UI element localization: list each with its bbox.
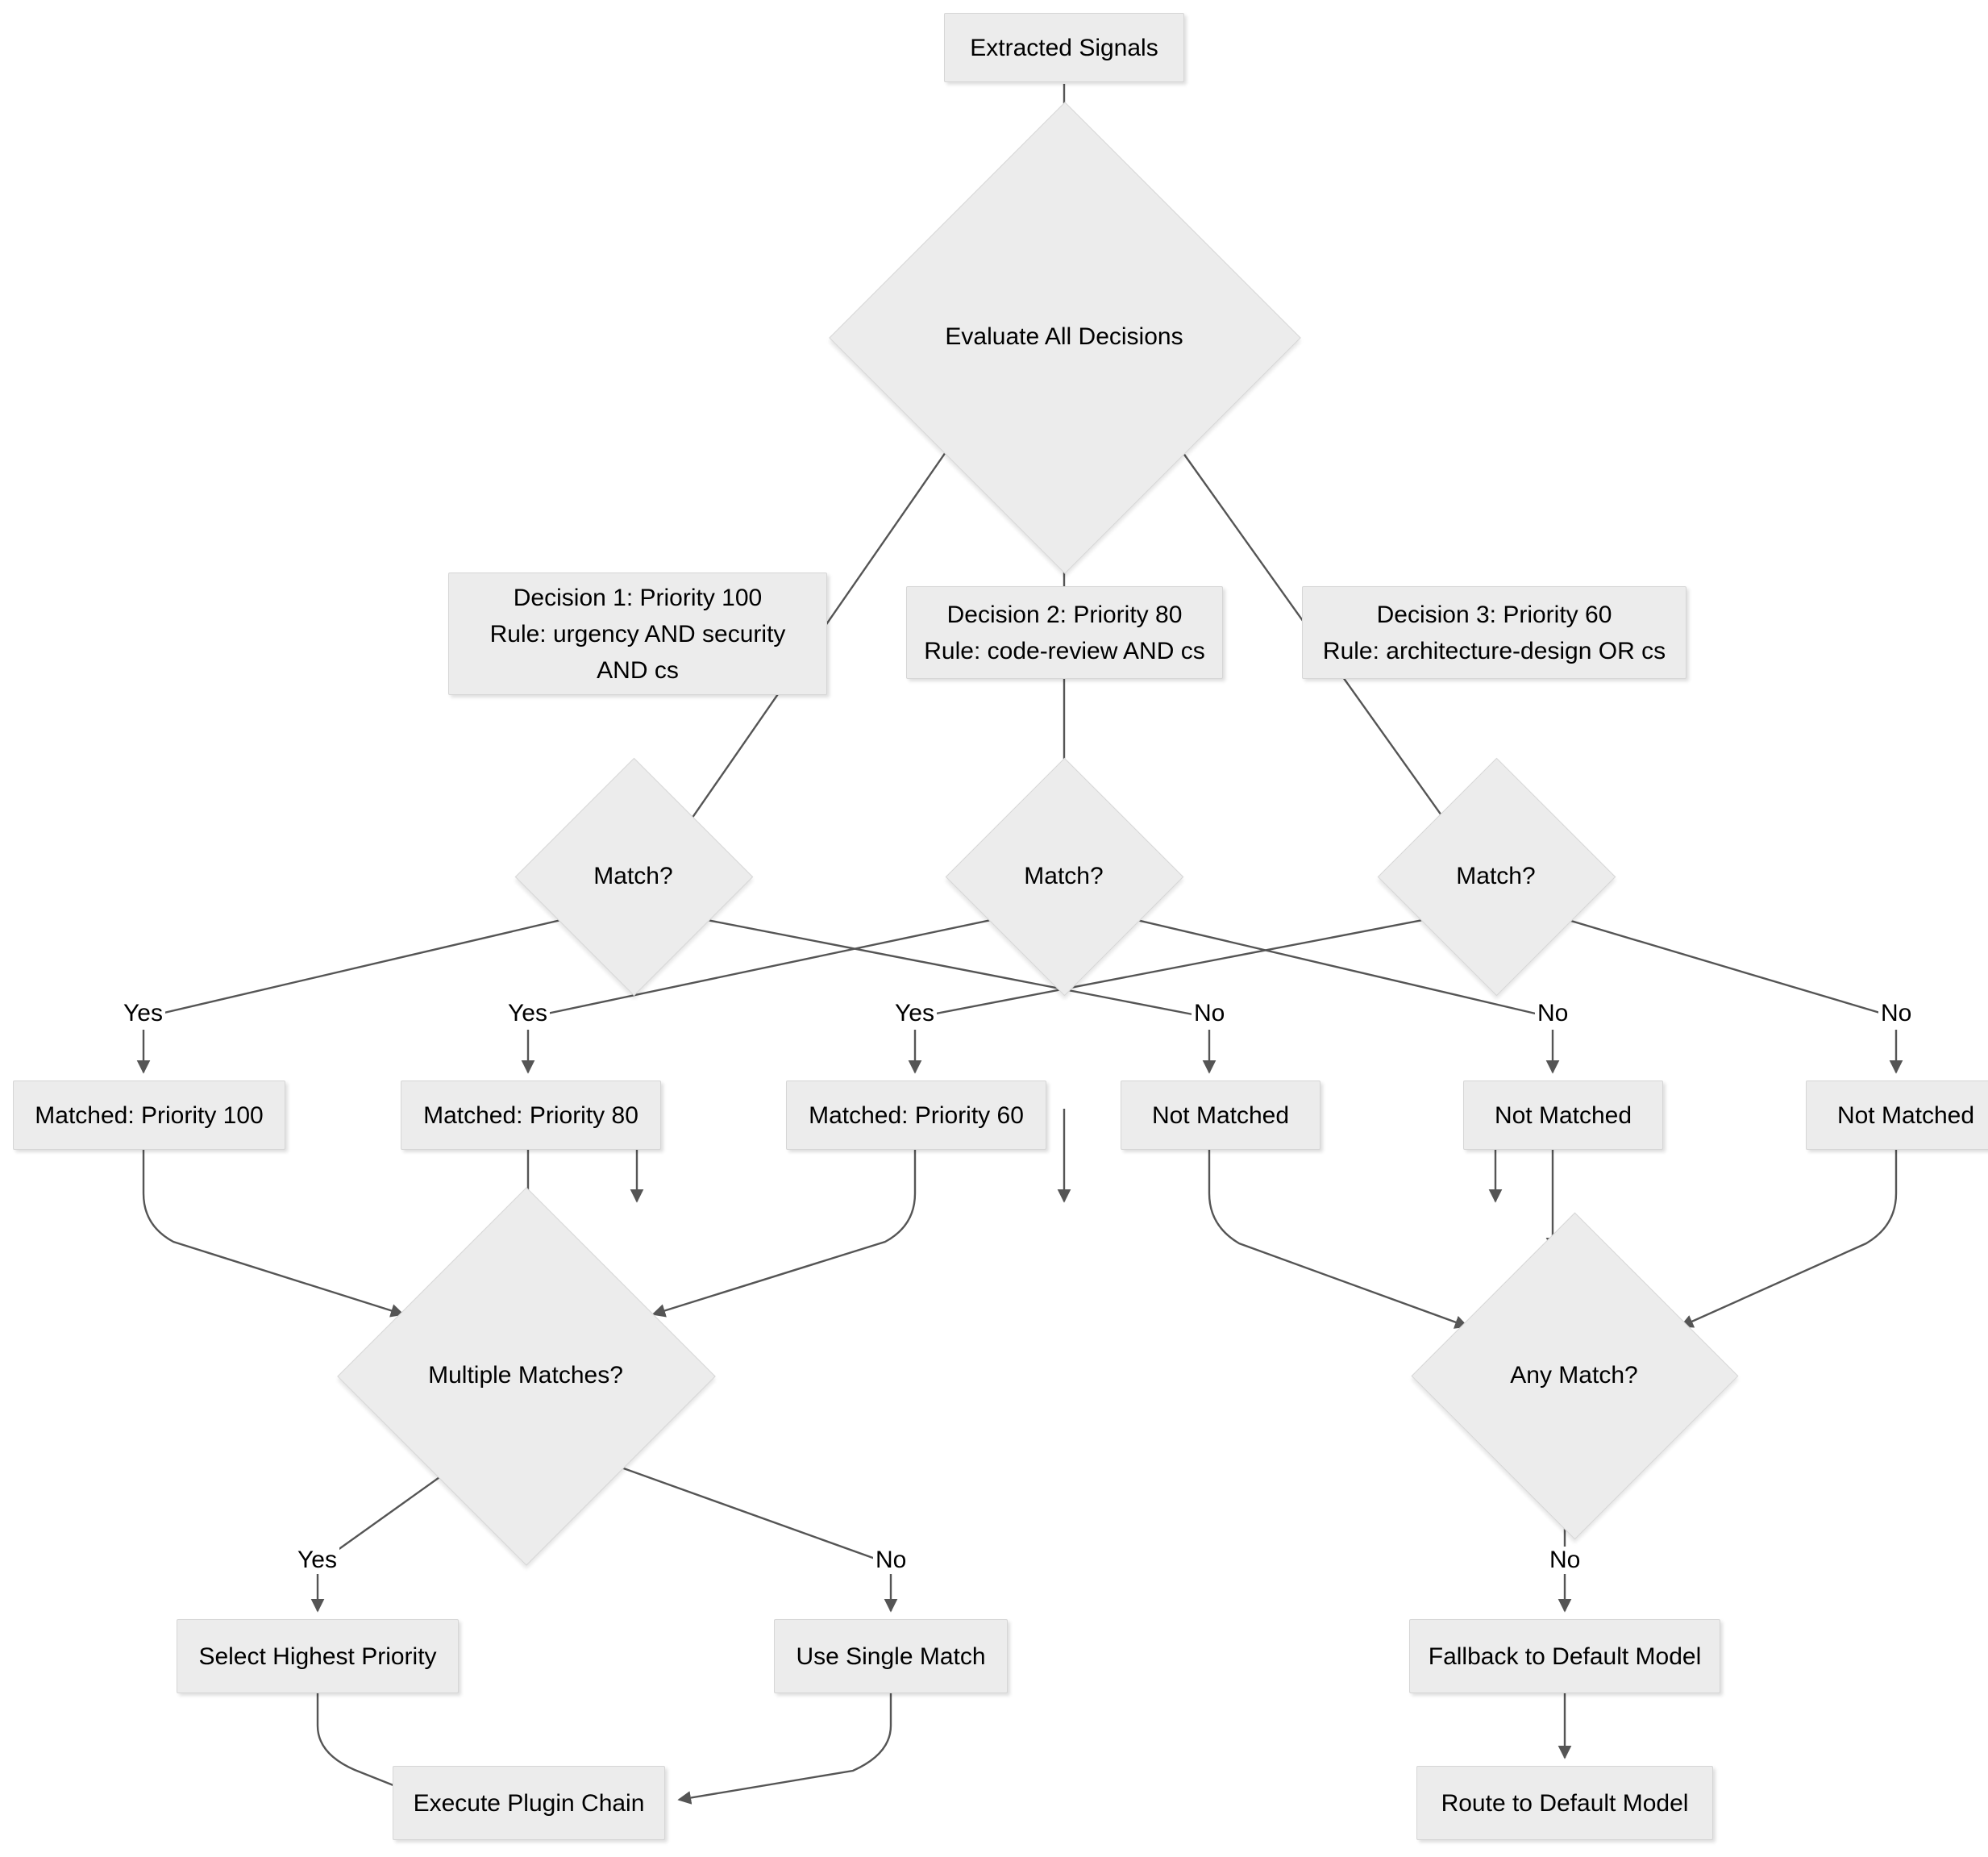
node-label: Matched: Priority 80 — [423, 1101, 638, 1129]
node-decision-3[interactable]: Decision 3: Priority 60 Rule: architectu… — [1302, 586, 1686, 679]
decision-3-line-1: Decision 3: Priority 60 — [1376, 601, 1612, 628]
node-not-matched-1[interactable]: Not Matched — [1121, 1080, 1320, 1150]
node-fallback-to-default-model[interactable]: Fallback to Default Model — [1409, 1619, 1720, 1693]
edge-matched60-multiple — [651, 1150, 917, 1318]
decision-1-line-2: Rule: urgency AND security — [489, 620, 786, 647]
edge-label-multiple-no: No — [873, 1547, 909, 1574]
decision-2-line-2: Rule: code-review AND cs — [924, 637, 1205, 664]
edge-usesingle-execute — [677, 1693, 892, 1805]
decision-3-line-2: Rule: architecture-design OR cs — [1322, 637, 1666, 664]
node-any-match[interactable]: Any Match? — [1411, 1212, 1739, 1540]
node-label: Extracted Signals — [970, 34, 1158, 61]
node-match-2[interactable]: Match? — [945, 757, 1184, 997]
edge-notmatched3-anymatch — [1679, 1150, 1898, 1328]
node-label: Select Highest Priority — [198, 1643, 437, 1670]
node-select-highest-priority[interactable]: Select Highest Priority — [177, 1619, 459, 1693]
edge-match1-yes — [143, 918, 565, 1019]
node-label: Not Matched — [1494, 1101, 1632, 1129]
decision-1-line-3: AND cs — [597, 656, 679, 684]
edge-notmatched1-anymatch — [1208, 1150, 1469, 1329]
edge-match1-no — [702, 918, 1210, 1019]
node-execute-plugin-chain[interactable]: Execute Plugin Chain — [393, 1766, 665, 1840]
edge-multiple-no — [576, 1450, 892, 1566]
edge-matched100-multiple — [142, 1150, 405, 1318]
node-match-3[interactable]: Match? — [1377, 757, 1616, 997]
edge-label-no-1: No — [1192, 1000, 1228, 1027]
node-matched-priority-80[interactable]: Matched: Priority 80 — [401, 1080, 661, 1150]
edge-label-no-2: No — [1535, 1000, 1571, 1027]
node-label: Not Matched — [1836, 1101, 1975, 1129]
node-match-1[interactable]: Match? — [514, 757, 754, 997]
node-decision-1[interactable]: Decision 1: Priority 100 Rule: urgency A… — [448, 573, 827, 695]
edge-match3-yes — [914, 918, 1428, 1019]
node-label: Use Single Match — [796, 1643, 986, 1670]
node-label: Matched: Priority 60 — [809, 1101, 1024, 1129]
decision-2-line-1: Decision 2: Priority 80 — [946, 601, 1183, 628]
edge-label-yes-1: Yes — [121, 1000, 165, 1027]
node-evaluate-all-decisions[interactable]: Evaluate All Decisions — [829, 102, 1301, 574]
node-label: Not Matched — [1151, 1101, 1290, 1129]
node-not-matched-3[interactable]: Not Matched — [1806, 1080, 1988, 1150]
node-matched-priority-60[interactable]: Matched: Priority 60 — [786, 1080, 1046, 1150]
edge-match2-yes — [527, 918, 996, 1019]
node-extracted-signals[interactable]: Extracted Signals — [944, 13, 1184, 82]
edge-match2-no — [1133, 918, 1553, 1019]
edge-label-yes-3: Yes — [892, 1000, 937, 1027]
node-label: Route to Default Model — [1441, 1789, 1689, 1817]
node-matched-priority-100[interactable]: Matched: Priority 100 — [13, 1080, 285, 1150]
edge-label-multiple-yes: Yes — [295, 1547, 339, 1574]
edge-label-anymatch-no: No — [1547, 1547, 1583, 1574]
edge-label-no-3: No — [1878, 1000, 1915, 1027]
edge-selecthighest-execute — [316, 1693, 419, 1797]
edge-match3-no — [1565, 918, 1897, 1019]
edge-label-yes-2: Yes — [505, 1000, 550, 1027]
node-decision-2[interactable]: Decision 2: Priority 80 Rule: code-revie… — [906, 586, 1223, 679]
node-route-to-default-model[interactable]: Route to Default Model — [1416, 1766, 1713, 1840]
node-use-single-match[interactable]: Use Single Match — [774, 1619, 1008, 1693]
decision-1-line-1: Decision 1: Priority 100 — [513, 584, 763, 611]
node-label: Fallback to Default Model — [1428, 1643, 1702, 1670]
node-not-matched-2[interactable]: Not Matched — [1463, 1080, 1663, 1150]
node-label: Matched: Priority 100 — [35, 1101, 264, 1129]
node-label: Execute Plugin Chain — [413, 1789, 645, 1817]
diamond-shape — [829, 102, 1301, 574]
node-multiple-matches[interactable]: Multiple Matches? — [337, 1187, 716, 1566]
